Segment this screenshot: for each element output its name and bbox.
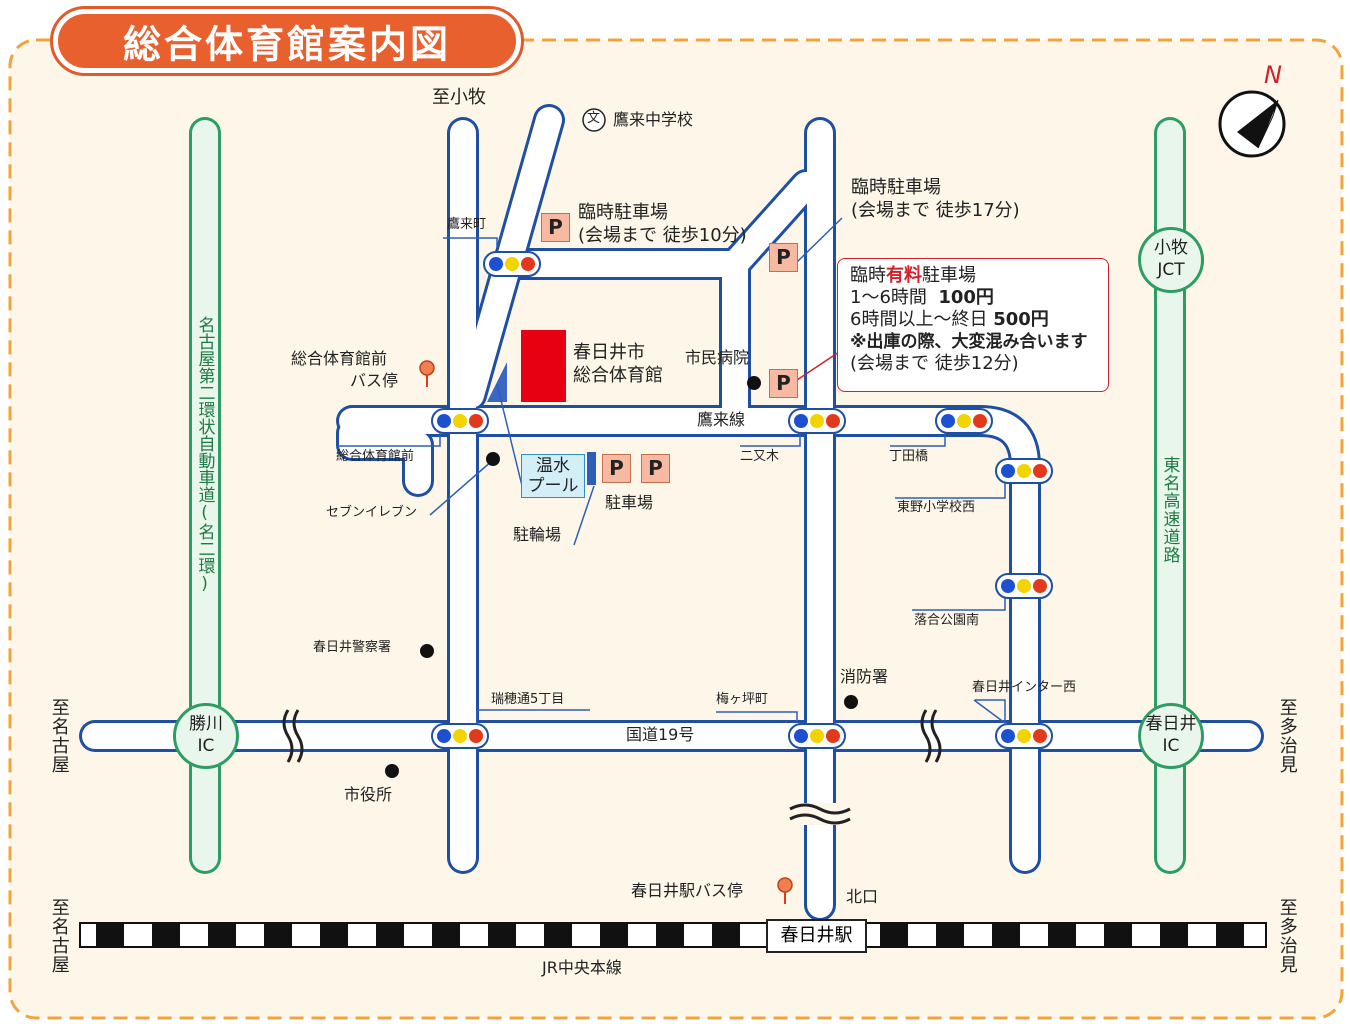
kachigawa-ic-line2: IC [197, 736, 215, 756]
temp-parking-2-title: 臨時駐車場 [851, 177, 941, 198]
kasugai-ic-line1: 春日井 [1145, 714, 1197, 734]
bus-stop-gym-line2: バス停 [350, 371, 399, 390]
rate2-price: 500円 [993, 309, 1049, 330]
paid-title-a: 臨時 [850, 265, 886, 286]
intersection-ochiai-koen-minami: 落合公園南 [914, 613, 980, 628]
pool-line1: 温水 [536, 456, 570, 476]
landmark-hospital: 市民病院 [685, 348, 750, 367]
expressway-meinikan-label: 名古屋第二環状自動車道(名二環) [194, 316, 215, 594]
pool-box: 温水 プール [521, 454, 585, 498]
paid-title-b: 有料 [886, 265, 922, 286]
kasugai-station: 春日井駅 [766, 919, 867, 953]
landmark-gym-line2: 総合体育館 [573, 365, 663, 386]
road-route19-label: 国道19号 [626, 725, 695, 744]
paid-title-c: 駐車場 [922, 265, 976, 286]
landmark-dots [385, 376, 858, 778]
intersection-kasugai-inter-nishi: 春日井インター西 [972, 680, 1077, 695]
rate1-duration: 1〜6時間 [850, 287, 927, 308]
komaki-jct-marker: 小牧 JCT [1138, 227, 1204, 293]
gym-building [521, 330, 566, 402]
parking-icon-temp1: P [541, 213, 570, 242]
parking-icon-gym-2: P [641, 454, 670, 483]
leader-lines [338, 217, 1006, 724]
bus-stop-station: 春日井駅バス停 [631, 881, 744, 900]
intersection-mizuho-5: 瑞穂通5丁目 [491, 692, 565, 707]
compass-north-label: N [1264, 61, 1282, 89]
parking-icon-gym-1: P [602, 454, 631, 483]
road-takakisen-label: 鷹来線 [697, 410, 746, 429]
jr-line-label: JR中央本線 [542, 958, 622, 977]
bus-stop-gym-line1: 総合体育館前 [291, 349, 388, 368]
kachigawa-ic-marker: 勝川 IC [173, 703, 239, 769]
intersection-choudabashi: 丁田橋 [889, 449, 929, 464]
direction-nagoya-1: 至名古屋 [48, 698, 70, 774]
paid-parking-rate2: 6時間以上〜終日 500円 [850, 309, 1108, 331]
komaki-jct-line1: 小牧 [1154, 238, 1188, 258]
parking-icon-paid: P [769, 369, 798, 398]
kasugai-ic-line2: IC [1162, 736, 1180, 756]
direction-tajimi-1: 至多治見 [1276, 698, 1298, 774]
landmark-police: 春日井警察署 [313, 640, 392, 655]
school-icon [582, 108, 606, 132]
bus-stop-icons [419, 360, 793, 904]
compass-north-icon [1218, 90, 1286, 158]
temp-parking-1-walk: (会場まで 徒歩10分) [578, 225, 747, 246]
paid-parking-rate1: 1〜6時間 100円 [850, 287, 1108, 309]
rate1-price: 100円 [938, 287, 994, 308]
intersection-futamatagi: 二又木 [740, 449, 780, 464]
paid-parking-box: 臨時有料駐車場 1〜6時間 100円 6時間以上〜終日 500円 ※出庫の際、大… [837, 258, 1109, 392]
paid-parking-walk: (会場まで 徒歩12分) [850, 353, 1019, 374]
expressway-tomei-label: 東名高速道路 [1159, 456, 1180, 564]
direction-komaki: 至小牧 [432, 87, 486, 108]
traffic-signals [431, 251, 1053, 749]
landmark-school: 鷹来中学校 [613, 110, 694, 129]
rate2-duration: 6時間以上〜終日 [850, 309, 988, 330]
parking-icon-temp2: P [769, 243, 798, 272]
landmark-fire: 消防署 [840, 667, 889, 686]
landmark-parking: 駐車場 [605, 493, 654, 512]
intersection-tounoshogakko-nishi: 東野小学校西 [897, 500, 976, 515]
landmark-city-hall: 市役所 [344, 785, 393, 804]
kasugai-ic-marker: 春日井 IC [1138, 703, 1204, 769]
station-north-exit: 北口 [846, 887, 879, 906]
bike-parking-marker [487, 362, 507, 402]
page-title: 総合体育館案内図 [122, 22, 451, 67]
school-symbol: 文 [587, 111, 601, 126]
intersection-sogo-mae: 総合体育館前 [336, 449, 415, 464]
kachigawa-ic-line1: 勝川 [189, 714, 223, 734]
road-break-marks [282, 709, 942, 825]
intersection-umegatsubo: 梅ヶ坪町 [716, 692, 769, 707]
title-background [58, 14, 516, 68]
pool-marker [587, 452, 596, 485]
landmark-bike-parking: 駐輪場 [513, 525, 562, 544]
title-badge: 総合体育館案内図 [50, 6, 524, 76]
pool-line2: プール [527, 476, 579, 496]
komaki-jct-line2: JCT [1157, 260, 1185, 280]
jr-railway [79, 922, 1267, 948]
temp-parking-1-title: 臨時駐車場 [578, 202, 668, 223]
paid-parking-note: ※出庫の際、大変混み合います [850, 332, 1088, 352]
temp-parking-2-walk: (会場まで 徒歩17分) [851, 200, 1020, 221]
intersection-takakicho: 鷹来町 [447, 217, 487, 232]
landmark-seven-eleven: セブンイレブン [326, 505, 418, 520]
landmark-gym-line1: 春日井市 [573, 342, 645, 363]
paid-parking-title: 臨時有料駐車場 [850, 265, 1108, 287]
direction-nagoya-2: 至名古屋 [48, 898, 70, 974]
direction-tajimi-2: 至多治見 [1276, 898, 1298, 974]
